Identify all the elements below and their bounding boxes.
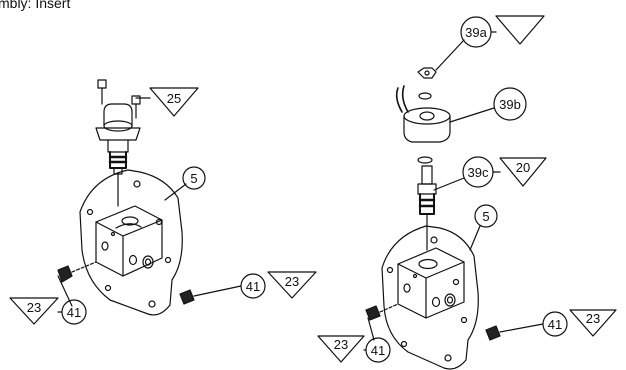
right-nut bbox=[417, 67, 437, 100]
right-nut-callout-text: 39a bbox=[465, 25, 487, 40]
left-mounting-plate bbox=[79, 169, 183, 316]
left-fitting-right-triangle bbox=[267, 271, 317, 299]
diagram-heading: mbly: Insert bbox=[0, 0, 71, 11]
right-fitting-left-triangle-text: 23 bbox=[334, 337, 348, 352]
left-fitting-left-triangle bbox=[9, 297, 59, 325]
right-manifold-block bbox=[397, 247, 465, 319]
right-fitting-left-triangle bbox=[317, 335, 365, 363]
left-manifold-block bbox=[95, 205, 163, 277]
right-assembly bbox=[365, 67, 501, 370]
right-fitting-41-right bbox=[485, 325, 501, 341]
right-cartridge-triangle bbox=[499, 157, 547, 187]
left-callouts: 25 5 23 41 41 23 bbox=[9, 87, 317, 325]
right-fitting-right-callout bbox=[542, 311, 568, 337]
right-plate-callout-text: 5 bbox=[482, 209, 489, 224]
right-mounting-plate bbox=[381, 225, 479, 370]
left-solenoid-valve bbox=[95, 103, 141, 207]
right-fitting-right-callout-text: 41 bbox=[548, 317, 562, 332]
left-fitting-left-callout bbox=[61, 299, 87, 325]
left-fitting-right-callout-text: 41 bbox=[246, 279, 260, 294]
left-fitting-41-right bbox=[179, 289, 195, 305]
left-assembly bbox=[57, 79, 195, 316]
left-fitting-right-triangle-text: 23 bbox=[285, 274, 299, 289]
left-fitting-left-triangle-text: 23 bbox=[27, 300, 41, 315]
right-cartridge-triangle-text: 20 bbox=[516, 160, 530, 175]
left-valve-triangle bbox=[149, 87, 199, 117]
right-cartridge-callout-text: 39c bbox=[468, 165, 489, 180]
right-fitting-right-triangle-text: 23 bbox=[586, 311, 600, 326]
right-coil bbox=[395, 85, 451, 164]
left-valve-triangle-text: 25 bbox=[167, 91, 181, 106]
left-fitting-41-left bbox=[57, 261, 97, 283]
right-fitting-left-callout bbox=[365, 337, 391, 363]
right-fitting-41-left bbox=[365, 303, 399, 321]
right-fitting-left-callout-text: 41 bbox=[371, 343, 385, 358]
left-mounting-screws bbox=[97, 79, 141, 119]
right-callouts: 39a 39b 39c 20 5 23 41 41 23 bbox=[317, 15, 617, 363]
right-nut-triangle bbox=[495, 15, 545, 45]
left-plate-callout bbox=[182, 166, 206, 190]
right-fitting-right-triangle bbox=[569, 309, 617, 337]
right-coil-callout-text: 39b bbox=[499, 97, 521, 112]
right-cartridge bbox=[417, 165, 437, 251]
right-plate-callout bbox=[474, 204, 498, 228]
left-plate-callout-text: 5 bbox=[190, 171, 197, 186]
left-fitting-left-callout-text: 41 bbox=[67, 305, 81, 320]
left-fitting-right-callout bbox=[240, 273, 266, 299]
right-coil-callout bbox=[493, 87, 527, 121]
